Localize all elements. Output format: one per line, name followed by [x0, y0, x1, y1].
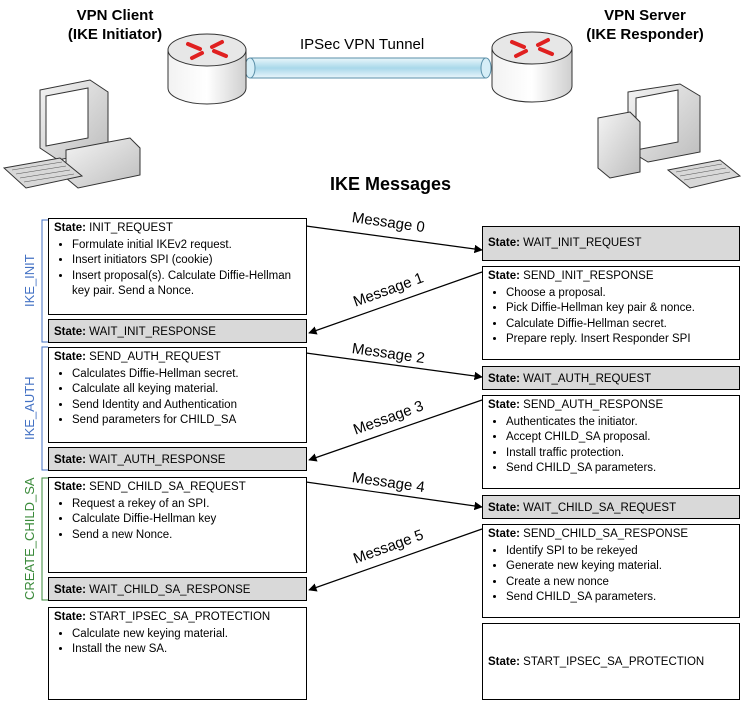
server-title-line2: (IKE Responder): [586, 26, 704, 43]
client-router-icon: [167, 33, 247, 105]
state-prefix: State:: [488, 502, 520, 514]
message-4-arrow: [305, 481, 483, 511]
list-item: Create a new nonce: [506, 575, 735, 591]
list-item: Calculate all keying material.: [72, 382, 302, 398]
state-name: START_IPSEC_SA_PROTECTION: [523, 656, 705, 668]
list-item: Accept CHILD_SA proposal.: [506, 430, 735, 446]
list-item: Choose a proposal.: [506, 286, 735, 302]
server-computer-icon: [597, 83, 742, 189]
state-box-wait-auth-response: State: WAIT_AUTH_RESPONSE: [48, 447, 307, 471]
server-router-icon: [491, 31, 573, 103]
state-box-send-child-sa-request: State: SEND_CHILD_SA_REQUEST Request a r…: [48, 477, 307, 573]
messages-title: IKE Messages: [330, 174, 452, 194]
state-prefix: State:: [54, 222, 86, 234]
state-box-wait-init-response: State: WAIT_INIT_RESPONSE: [48, 319, 307, 343]
state-prefix: State:: [54, 584, 86, 596]
state-name: SEND_AUTH_RESPONSE: [523, 399, 664, 411]
phase-label-ike-init: IKE_INIT: [22, 254, 37, 308]
state-box-wait-child-sa-response: State: WAIT_CHILD_SA_RESPONSE: [48, 577, 307, 601]
state-prefix: State:: [488, 399, 520, 411]
state-box-send-auth-response: State: SEND_AUTH_RESPONSE Authenticates …: [482, 395, 740, 489]
state-name: START_IPSEC_SA_PROTECTION: [89, 611, 271, 623]
list-item: Send CHILD_SA parameters.: [506, 461, 735, 477]
state-box-send-auth-request: State: SEND_AUTH_REQUEST Calculates Diff…: [48, 347, 307, 443]
phase-bracket-create-child-sa: [41, 477, 48, 601]
message-2-arrow: [305, 352, 483, 381]
list-item: Formulate initial IKEv2 request.: [72, 238, 302, 254]
list-item: Pick Diffie-Hellman key pair & nonce.: [506, 301, 735, 317]
bullet-list: Choose a proposal. Pick Diffie-Hellman k…: [488, 286, 735, 348]
list-item: Send a new Nonce.: [72, 528, 302, 544]
vpn-tunnel: [244, 57, 492, 79]
phase-bracket-ike-auth: [41, 346, 48, 471]
bullet-list: Authenticates the initiator. Accept CHIL…: [488, 415, 735, 477]
state-name: SEND_CHILD_SA_RESPONSE: [523, 528, 689, 540]
message-5-arrow: [308, 528, 483, 592]
state-box-send-child-sa-response: State: SEND_CHILD_SA_RESPONSE Identify S…: [482, 524, 740, 618]
state-box-start-ipsec-responder: State: START_IPSEC_SA_PROTECTION: [482, 623, 740, 700]
state-name: INIT_REQUEST: [89, 222, 173, 234]
state-prefix: State:: [54, 481, 86, 493]
state-box-send-init-response: State: SEND_INIT_RESPONSE Choose a propo…: [482, 266, 740, 360]
list-item: Insert initiators SPI (cookie): [72, 253, 302, 269]
client-title: VPN Client (IKE Initiator): [40, 6, 190, 44]
list-item: Identify SPI to be rekeyed: [506, 544, 735, 560]
state-prefix: State:: [488, 528, 520, 540]
bullet-list: Calculate new keying material. Install t…: [54, 627, 302, 658]
server-title: VPN Server (IKE Responder): [560, 6, 730, 44]
phase-label-ike-auth: IKE_AUTH: [22, 376, 37, 441]
state-box-init-request: State: INIT_REQUEST Formulate initial IK…: [48, 218, 307, 315]
list-item: Generate new keying material.: [506, 559, 735, 575]
state-prefix: State:: [54, 611, 86, 623]
state-name: WAIT_AUTH_REQUEST: [523, 373, 652, 385]
bullet-list: Formulate initial IKEv2 request. Insert …: [54, 238, 302, 300]
list-item: Send parameters for CHILD_SA: [72, 413, 302, 429]
state-name: WAIT_INIT_RESPONSE: [89, 326, 216, 338]
phase-bracket-ike-init: [41, 219, 48, 343]
client-computer-icon: [2, 79, 141, 189]
state-prefix: State:: [54, 351, 86, 363]
state-prefix: State:: [488, 237, 520, 249]
state-prefix: State:: [54, 326, 86, 338]
state-name: SEND_CHILD_SA_REQUEST: [89, 481, 246, 493]
list-item: Install traffic protection.: [506, 446, 735, 462]
state-prefix: State:: [54, 454, 86, 466]
message-3-arrow: [308, 399, 483, 462]
state-box-wait-child-sa-request: State: WAIT_CHILD_SA_REQUEST: [482, 495, 740, 519]
client-title-line2: (IKE Initiator): [67, 26, 163, 43]
state-name: WAIT_CHILD_SA_REQUEST: [523, 502, 677, 514]
state-box-start-ipsec-initiator: State: START_IPSEC_SA_PROTECTION Calcula…: [48, 607, 307, 700]
phase-label-create-child-sa: CREATE_CHILD_SA: [22, 477, 37, 600]
tunnel-label: IPSec VPN Tunnel: [300, 36, 425, 53]
list-item: Insert proposal(s). Calculate Diffie-Hel…: [72, 269, 302, 300]
bullet-list: Identify SPI to be rekeyed Generate new …: [488, 544, 735, 606]
list-item: Authenticates the initiator.: [506, 415, 735, 431]
state-prefix: State:: [488, 373, 520, 385]
client-title-line1: VPN Client: [76, 7, 154, 24]
list-item: Install the new SA.: [72, 642, 302, 658]
state-name: WAIT_CHILD_SA_RESPONSE: [89, 584, 251, 596]
state-name: SEND_INIT_RESPONSE: [523, 270, 654, 282]
list-item: Calculate Diffie-Hellman key: [72, 512, 302, 528]
list-item: Calculates Diffie-Hellman secret.: [72, 367, 302, 383]
bullet-list: Request a rekey of an SPI. Calculate Dif…: [54, 497, 302, 544]
state-prefix: State:: [488, 656, 520, 668]
state-box-wait-init-request: State: WAIT_INIT_REQUEST: [482, 226, 740, 261]
message-1-arrow: [308, 271, 483, 335]
bullet-list: Calculates Diffie-Hellman secret. Calcul…: [54, 367, 302, 429]
state-box-wait-auth-request: State: WAIT_AUTH_REQUEST: [482, 366, 740, 390]
state-name: WAIT_INIT_REQUEST: [523, 237, 642, 249]
state-name: WAIT_AUTH_RESPONSE: [89, 454, 226, 466]
list-item: Request a rekey of an SPI.: [72, 497, 302, 513]
list-item: Calculate Diffie-Hellman secret.: [506, 317, 735, 333]
list-item: Calculate new keying material.: [72, 627, 302, 643]
state-name: SEND_AUTH_REQUEST: [89, 351, 221, 363]
list-item: Send Identity and Authentication: [72, 398, 302, 414]
list-item: Prepare reply. Insert Responder SPI: [506, 332, 735, 348]
server-title-line1: VPN Server: [604, 7, 686, 24]
list-item: Send CHILD_SA parameters.: [506, 590, 735, 606]
state-prefix: State:: [488, 270, 520, 282]
message-0-arrow: [305, 225, 483, 254]
